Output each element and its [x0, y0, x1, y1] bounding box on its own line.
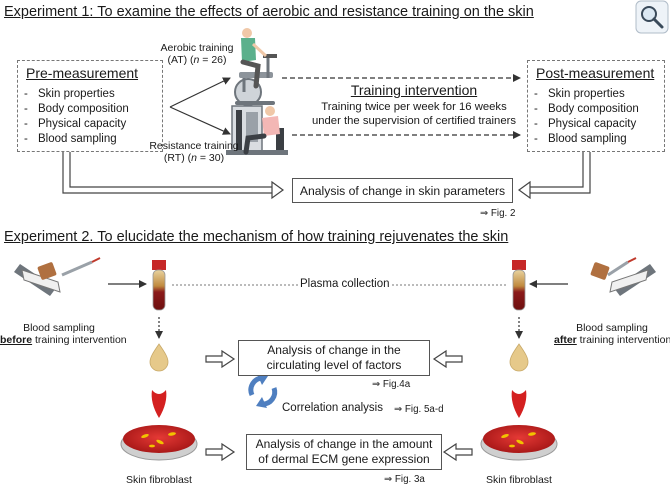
pre-item: Body composition	[24, 102, 129, 117]
right-petri-dish-icon	[480, 425, 558, 461]
fig2-reference: ⇒ Fig. 2	[480, 208, 516, 219]
left-fibroblast-label: Skin fibroblast	[126, 474, 192, 486]
aerobic-training-label: Aerobic training (AT) (n = 26)	[152, 42, 242, 66]
ecm-line-2: of dermal ECM gene expression	[258, 452, 430, 466]
fig4a-reference: ⇒ Fig.4a	[372, 379, 411, 390]
experiment-1-title: Experiment 1: To examine the effects of …	[4, 4, 534, 20]
pre-item: Skin properties	[24, 87, 129, 102]
ecm-expression-box: Analysis of change in the amount of derm…	[246, 434, 442, 470]
pre-to-analysis-hollow-arrow	[62, 152, 285, 200]
right-blood-sampling-label: Blood sampling after training interventi…	[554, 322, 670, 346]
plasma-collection-label: Plasma collection	[300, 278, 390, 290]
exercise-bike-icon	[234, 28, 277, 106]
left-plasma-drop-icon	[149, 343, 169, 372]
post-item: Blood sampling	[534, 132, 639, 147]
training-to-post-arrows	[282, 74, 521, 139]
skin-analysis-box: Analysis of change in skin parameters	[292, 178, 513, 203]
right-to-factors-hollow-arrow	[432, 349, 463, 369]
correlation-cycle-icon	[248, 374, 278, 408]
factors-line-2: circulating level of factors	[266, 358, 402, 372]
left-sampling-line1: Blood sampling	[23, 322, 95, 334]
post-item: Skin properties	[534, 87, 639, 102]
right-sampling-bold: after	[554, 334, 577, 347]
resistance-abbr: (RT) (	[163, 152, 192, 165]
training-intervention-title: Training intervention	[350, 82, 478, 98]
fig5-reference: ⇒ Fig. 5a-d	[394, 404, 444, 415]
factors-line-1: Analysis of change in the	[267, 343, 401, 357]
aerobic-n-value: = 26)	[199, 54, 227, 67]
correlation-analysis-label: Correlation analysis	[282, 402, 383, 414]
skin-analysis-label: Analysis of change in skin parameters	[299, 184, 506, 198]
intervention-line-1: Training twice per week for 16 weeks	[321, 101, 507, 113]
left-sampling-bold: before	[0, 334, 33, 347]
aerobic-abbr: (AT) (	[167, 54, 194, 67]
intervention-line-2: under the supervision of certified train…	[311, 115, 517, 127]
left-to-factors-hollow-arrow	[205, 349, 236, 369]
left-to-ecm-hollow-arrow	[205, 442, 236, 462]
left-blood-tube-icon	[152, 260, 166, 311]
resistance-n-value: = 30)	[196, 152, 225, 165]
post-to-analysis-hollow-arrow	[517, 152, 591, 200]
right-fibroblast-label: Skin fibroblast	[486, 474, 552, 486]
left-red-arrow-icon	[151, 390, 167, 418]
experiment-2-title: Experiment 2. To elucidate the mechanism…	[4, 229, 509, 245]
pre-to-training-arrows	[169, 77, 231, 135]
right-blood-draw-icon	[590, 257, 656, 296]
resistance-n-var: n	[191, 152, 197, 165]
aerobic-label-text: Aerobic training	[160, 42, 234, 54]
fig3a-reference: ⇒ Fig. 3a	[384, 474, 425, 485]
aerobic-n-var: n	[193, 54, 200, 67]
right-to-ecm-hollow-arrow	[442, 442, 473, 462]
post-item: Physical capacity	[534, 117, 639, 132]
pre-measurement-list: Skin properties Body composition Physica…	[24, 87, 129, 147]
pre-item: Blood sampling	[24, 132, 129, 147]
left-blood-sampling-label: Blood sampling before training intervent…	[0, 322, 127, 347]
post-measurement-list: Skin properties Body composition Physica…	[534, 87, 639, 147]
right-red-arrow-icon	[511, 390, 527, 418]
right-plasma-drop-icon	[509, 343, 529, 372]
right-sampling-line1: Blood sampling	[576, 322, 648, 334]
pre-measurement-box: Pre-measurement Skin properties Body com…	[17, 60, 163, 152]
left-sampling-rest: training intervention	[32, 334, 127, 347]
pre-item: Physical capacity	[24, 117, 129, 132]
resistance-training-label: Resistance training (RT) (n = 30)	[144, 140, 244, 164]
ecm-line-1: Analysis of change in the amount	[255, 437, 433, 451]
magnifier-icon	[635, 0, 669, 34]
post-measurement-box: Post-measurement Skin properties Body co…	[527, 60, 665, 152]
left-blood-draw-icon	[14, 257, 101, 296]
post-measurement-title: Post-measurement	[536, 65, 655, 81]
right-sampling-rest: training intervention	[576, 334, 670, 347]
post-item: Body composition	[534, 102, 639, 117]
left-petri-dish-icon	[120, 425, 198, 461]
resistance-machine-icon	[226, 105, 288, 155]
right-blood-tube-icon	[512, 260, 526, 311]
pre-measurement-title: Pre-measurement	[26, 65, 139, 81]
resistance-label-text: Resistance training	[149, 140, 239, 152]
circulating-factors-box: Analysis of change in the circulating le…	[238, 340, 430, 376]
